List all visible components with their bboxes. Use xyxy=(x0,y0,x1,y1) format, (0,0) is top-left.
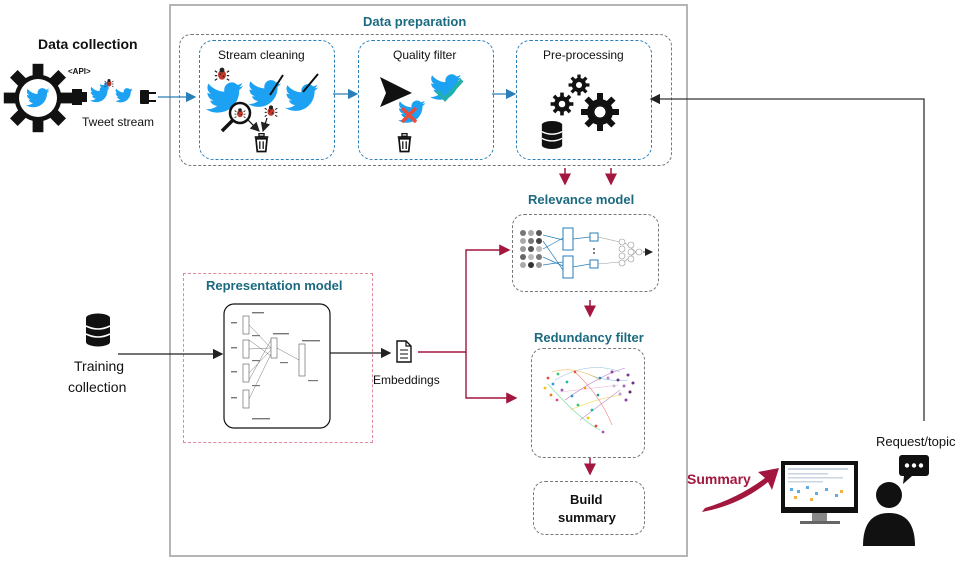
training-collection-line2: collection xyxy=(68,379,127,395)
training-collection-database-icon xyxy=(85,312,111,348)
tweet-stream-label: Tweet stream xyxy=(82,115,155,129)
summary-arrow xyxy=(702,468,779,512)
request-topic-label: Request/topic xyxy=(876,434,956,449)
build-summary-box xyxy=(533,481,645,535)
data-preparation-group xyxy=(179,34,672,166)
representation-model-network-diagram xyxy=(223,303,331,429)
relevance-model-box xyxy=(512,214,659,292)
redundancy-filter-box xyxy=(531,348,645,458)
representation-model-box xyxy=(183,273,373,443)
representation-model-title: Representation model xyxy=(206,278,343,293)
data-collection-title: Data collection xyxy=(38,36,138,52)
main-pipeline-frame xyxy=(169,4,688,557)
monitor-icon xyxy=(781,461,858,524)
plug-end-icon xyxy=(140,90,156,104)
user-icon xyxy=(863,482,915,546)
quality-filter-label: Quality filter xyxy=(393,48,457,62)
relevance-model-title: Relevance model xyxy=(528,192,635,207)
summary-label: Summary xyxy=(687,471,751,487)
embeddings-to-redundancy-arrow xyxy=(465,352,518,404)
training-collection-line1: Training xyxy=(74,358,125,374)
api-tag: <API> xyxy=(68,67,91,76)
tweet-stream-birds-icon xyxy=(90,78,133,103)
embeddings-label: Embeddings xyxy=(373,373,440,387)
pre-processing-database-icon xyxy=(541,120,563,150)
pre-processing-label: Pre-processing xyxy=(543,48,624,62)
pre-processing-gears-icon xyxy=(550,74,619,131)
quality-filter-box xyxy=(358,40,494,160)
stream-cleaning-icon xyxy=(206,66,319,153)
data-preparation-title: Data preparation xyxy=(363,14,467,29)
embeddings-document-icon xyxy=(396,340,412,363)
speech-bubble-icon xyxy=(899,455,929,484)
redundancy-cluster-graph xyxy=(543,367,635,434)
relevance-network-icon xyxy=(520,227,653,279)
embeddings-to-relevance-arrow xyxy=(418,244,511,353)
quality-filter-icon xyxy=(380,74,464,153)
stream-cleaning-box xyxy=(199,40,335,160)
build-summary-line2: summary xyxy=(558,510,616,525)
stream-cleaning-label: Stream cleaning xyxy=(218,48,305,62)
twitter-gear-icon xyxy=(3,63,73,133)
build-summary-line1: Build xyxy=(570,492,603,507)
plug-icon xyxy=(72,89,87,105)
redundancy-filter-title: Redundancy filter xyxy=(534,330,644,345)
request-to-preprocessing-arrow xyxy=(649,93,925,421)
